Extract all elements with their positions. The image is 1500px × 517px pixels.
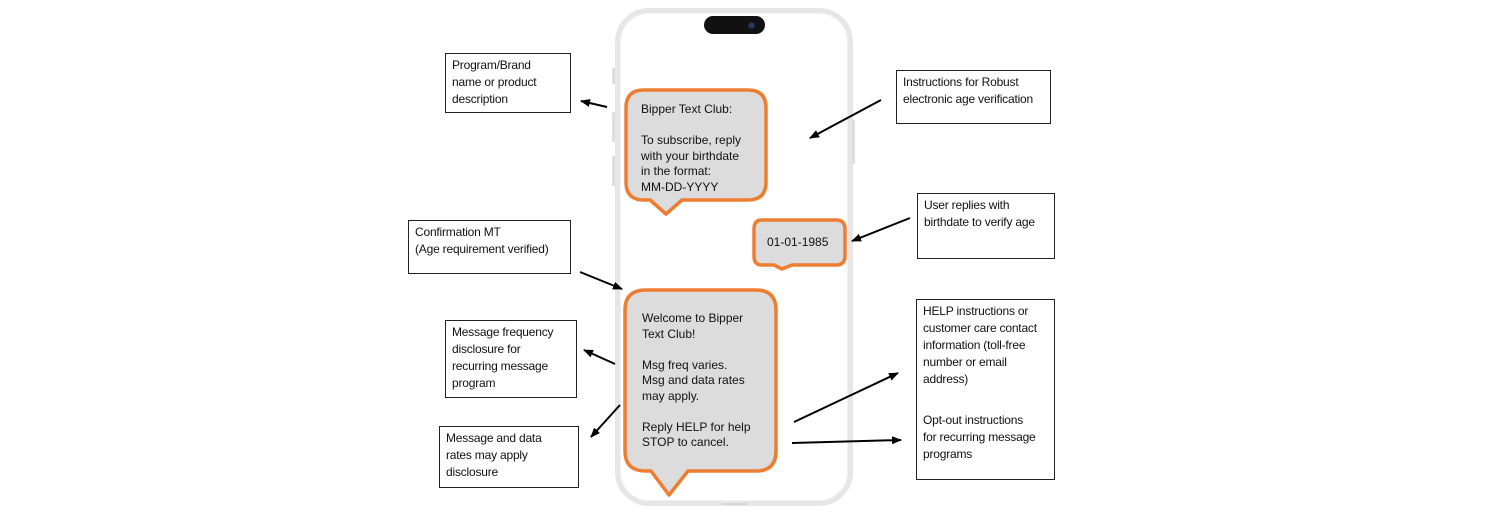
- annotation-line: User replies with: [924, 198, 1010, 212]
- message-text-subscribe-prompt: Bipper Text Club: To subscribe, reply wi…: [641, 102, 742, 194]
- annotation-line: description: [452, 92, 508, 106]
- annotation-line: for recurring message: [923, 430, 1036, 444]
- annotation-line: Message frequency: [452, 325, 554, 339]
- annotation-line: electronic age verification: [903, 92, 1034, 106]
- annotation-line: customer care contact: [923, 321, 1037, 335]
- annotation-line: information (toll-free: [923, 338, 1026, 352]
- annotation-line: disclosure: [446, 465, 499, 479]
- message-text-birthdate-reply: 01-01-1985: [767, 235, 829, 249]
- phone-side-button-volume-down: [612, 156, 615, 186]
- annotation-age-verification-instructions: Instructions for Robust electronic age v…: [896, 70, 1051, 124]
- phone-side-button-action: [612, 68, 615, 84]
- annotation-line: disclosure for: [452, 342, 521, 356]
- phone-side-button-power: [852, 120, 855, 164]
- annotation-help-and-opt-out: HELP instructions or customer care conta…: [916, 299, 1055, 480]
- annotation-line: program: [452, 376, 496, 390]
- annotation-line: programs: [923, 447, 973, 461]
- arrow-to-birthdate-reply: [851, 217, 911, 242]
- annotation-line: number or email: [923, 355, 1007, 369]
- annotation-opt-out: Opt-out instructions for recurring messa…: [923, 412, 1048, 463]
- annotation-line: rates may apply: [446, 448, 528, 462]
- annotation-data-rates: Message and data rates may apply disclos…: [439, 426, 579, 488]
- home-indicator: [722, 503, 748, 505]
- annotation-line: name or product: [452, 75, 537, 89]
- annotation-message-frequency: Message frequency disclosure for recurri…: [445, 320, 577, 398]
- annotation-line: address): [923, 372, 969, 386]
- annotation-line: recurring message: [452, 359, 548, 373]
- annotation-line: HELP instructions or: [923, 304, 1029, 318]
- annotation-user-replies: User replies with birthdate to verify ag…: [917, 193, 1055, 259]
- arrow-to-program-brand: [580, 99, 608, 108]
- annotation-line: birthdate to verify age: [924, 215, 1035, 229]
- phone-side-button-volume-up: [612, 112, 615, 142]
- dynamic-island: [704, 16, 765, 34]
- annotation-line: Program/Brand: [452, 58, 531, 72]
- annotation-line: Message and data: [446, 431, 542, 445]
- annotation-program-brand: Program/Brand name or product descriptio…: [445, 53, 571, 113]
- arrow-to-message-frequency: [583, 349, 616, 365]
- annotation-help-instructions: HELP instructions or customer care conta…: [923, 303, 1048, 388]
- camera-icon: [748, 22, 755, 29]
- annotation-line: Opt-out instructions: [923, 413, 1024, 427]
- annotation-confirmation-mt: Confirmation MT (Age requirement verifie…: [408, 220, 571, 274]
- annotation-line: (Age requirement verified): [415, 242, 549, 256]
- message-text-confirmation: Welcome to Bipper Text Club! Msg freq va…: [642, 311, 751, 449]
- annotation-line: Instructions for Robust: [903, 75, 1019, 89]
- annotation-line: Confirmation MT: [415, 225, 501, 239]
